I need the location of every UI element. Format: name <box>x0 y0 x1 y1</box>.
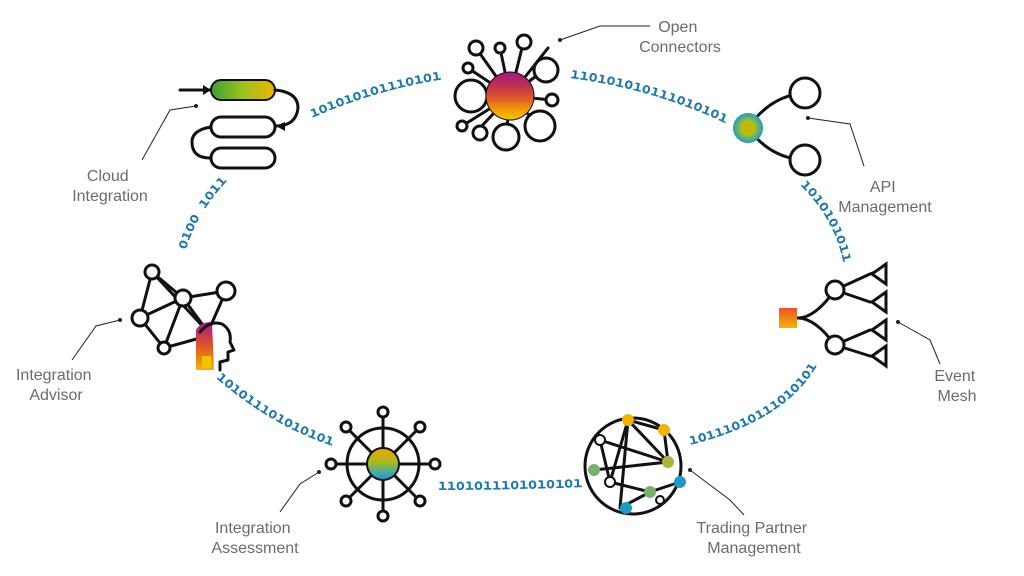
binary-stream-right-lower: ıoıııoıoıııoıoıoı <box>687 358 821 448</box>
binary-stream-left-upper: oıoo ıoııı <box>0 0 230 251</box>
label-event-mesh: Event Mesh <box>934 368 979 405</box>
label-open-connectors: Open Connectors <box>639 19 721 56</box>
api-management-icon <box>733 76 822 177</box>
cloud-integration-icon <box>178 79 300 170</box>
integration-advisor-icon <box>130 263 237 372</box>
helm-icon <box>324 405 442 523</box>
label-integration-assessment: Integration Assessment <box>211 520 299 557</box>
label-integration-advisor: Integration Advisor <box>16 367 96 404</box>
open-connectors-icon <box>453 33 560 152</box>
trading-partner-icon <box>583 414 686 516</box>
label-api-management: API Management <box>838 179 932 216</box>
label-cloud-integration: Cloud Integration <box>72 168 148 205</box>
binary-stream-top-left: ıoıoıoıoıııoıoı <box>306 66 442 122</box>
binary-stream-right-upper: ıoıoıoıoıı <box>797 175 857 263</box>
binary-stream-top-right: ııoıoıoıoıııoıoıoı <box>570 64 732 127</box>
leader-lines <box>71 25 941 516</box>
event-mesh-icon <box>779 261 888 369</box>
label-trading-partner-management: Trading Partner Management <box>696 520 811 557</box>
